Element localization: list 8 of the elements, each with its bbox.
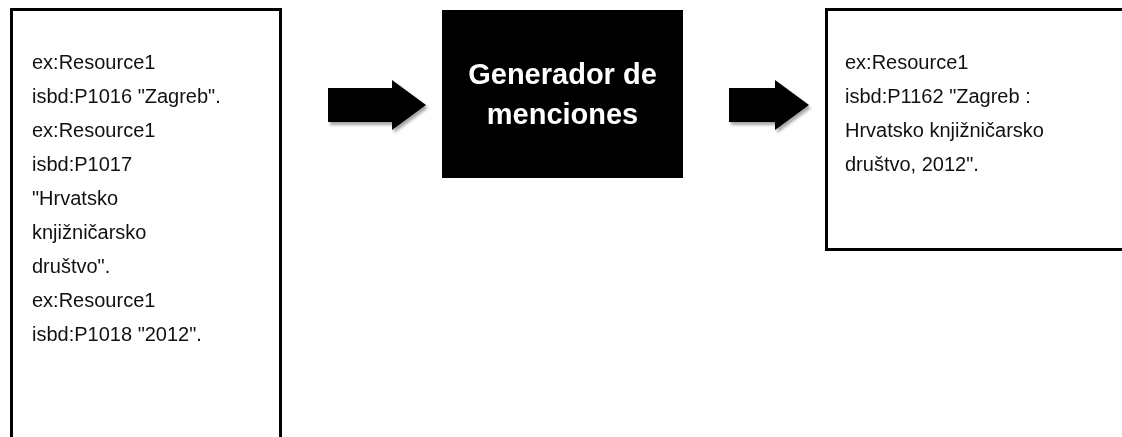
block-arrow [729, 80, 809, 130]
output-box [825, 8, 1122, 251]
block-arrow [328, 80, 426, 130]
input-box [10, 8, 282, 437]
box-text: Generador de menciones [467, 57, 658, 132]
box-text: ex:Resource1 isbd:P1162 "Zagreb : Hrvatsko knjižničarsko društvo, 2012". [845, 50, 1045, 177]
box-text: ex:Resource1 isbd:P1016 "Zagreb". ex:Resource1 isbd:P1017 "Hrvatsko knjižničarsko društvo". ex:Resource1 isbd:P1018 "2012". [32, 50, 222, 347]
process-box [442, 10, 683, 178]
